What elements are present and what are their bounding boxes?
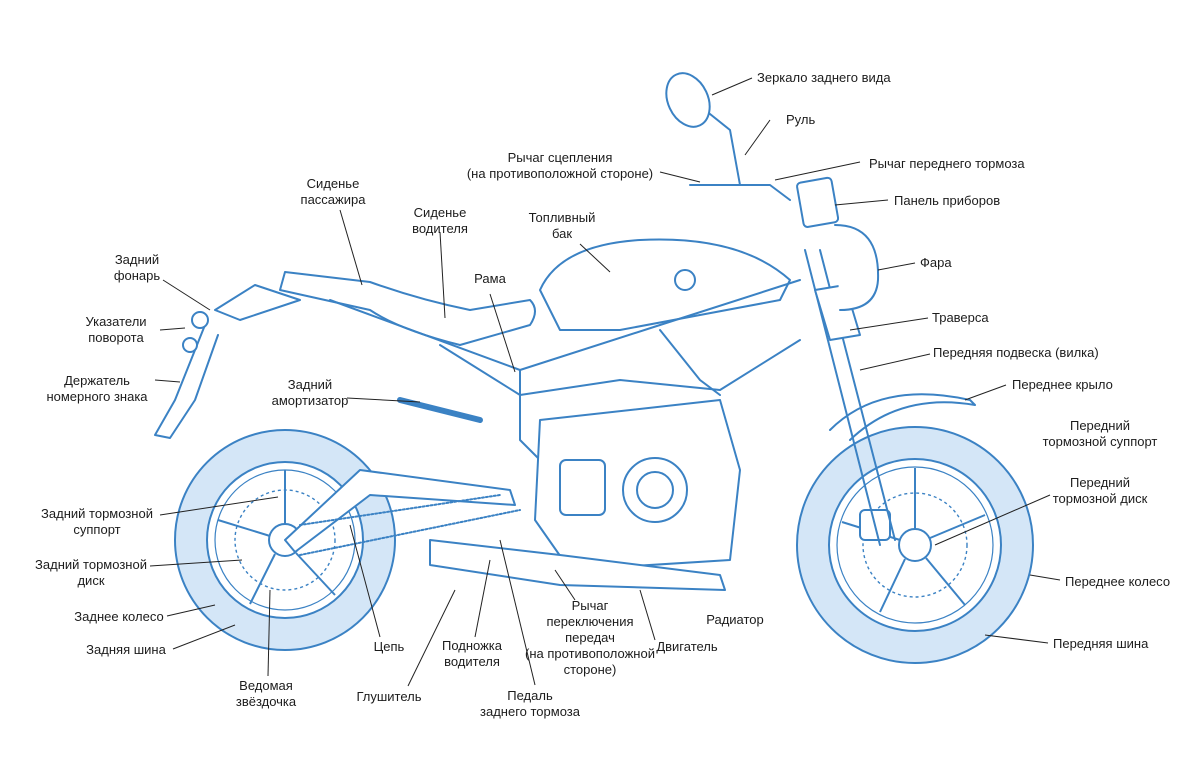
label-rear-disc: Задний тормозной диск bbox=[35, 557, 147, 588]
label-fuel-tank: Топливный бак bbox=[528, 210, 596, 241]
label-rear-caliper: Задний тормозной суппорт bbox=[41, 506, 153, 537]
label-rear-brake-pedal: Педаль заднего тормоза bbox=[480, 688, 580, 719]
label-front-caliper: Передний тормозной суппорт bbox=[1042, 418, 1158, 449]
label-rear-tire: Задняя шина bbox=[86, 642, 166, 657]
front-wheel-drawing bbox=[796, 426, 1034, 664]
label-tail-light: Задний фонарь bbox=[113, 252, 161, 283]
label-handlebar: Руль bbox=[786, 112, 816, 127]
label-front-brake-lever: Рычаг переднего тормоза bbox=[869, 156, 1025, 171]
label-front-disc: Передний тормозной диск bbox=[1052, 475, 1148, 506]
label-chain: Цепь bbox=[373, 639, 405, 654]
label-rear-shock: Задний амортизатор bbox=[271, 377, 349, 408]
label-gear-lever: Рычаг переключения передач (на противопо… bbox=[525, 598, 655, 677]
label-footpeg: Подножка водителя bbox=[441, 638, 503, 669]
label-rider-seat: Сиденье водителя bbox=[412, 205, 468, 236]
label-plate-holder: Держатель номерного знака bbox=[46, 373, 148, 404]
label-triple-clamp: Траверса bbox=[932, 310, 989, 325]
label-sprocket: Ведомая звёздочка bbox=[235, 678, 297, 709]
label-instrument-panel: Панель приборов bbox=[894, 193, 1001, 208]
label-clutch-lever: Рычаг сцепления (на противоположной стор… bbox=[466, 150, 654, 181]
label-frame: Рама bbox=[474, 271, 506, 286]
label-mirror: Зеркало заднего вида bbox=[757, 70, 891, 85]
label-front-fork: Передняя подвеска (вилка) bbox=[933, 345, 1099, 360]
label-radiator: Радиатор bbox=[706, 612, 764, 627]
label-front-tire: Передняя шина bbox=[1053, 636, 1149, 651]
label-turn-signals: Указатели поворота bbox=[85, 314, 147, 345]
label-headlight: Фара bbox=[920, 255, 952, 270]
label-front-fender: Переднее крыло bbox=[1012, 377, 1113, 392]
label-rear-wheel: Заднее колесо bbox=[74, 609, 164, 624]
label-muffler: Глушитель bbox=[356, 689, 422, 704]
label-front-wheel: Переднее колесо bbox=[1065, 574, 1171, 589]
label-engine: Двигатель bbox=[656, 639, 718, 654]
label-passenger-seat: Сиденье пассажира bbox=[300, 176, 366, 207]
